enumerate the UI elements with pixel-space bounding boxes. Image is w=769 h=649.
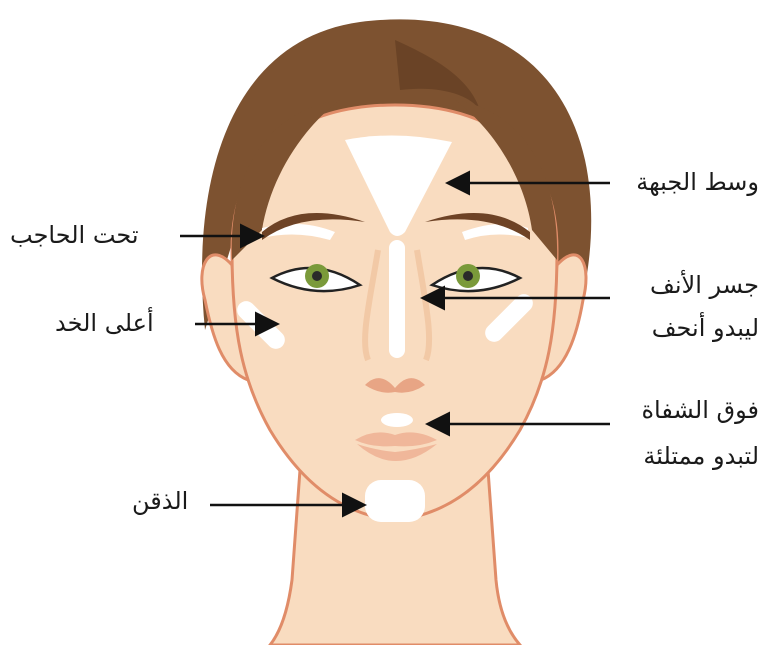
label-above-lip: فوق الشفاة xyxy=(641,396,759,425)
label-cheek-top: أعلى الخد xyxy=(55,309,154,338)
chin-highlight xyxy=(365,480,425,522)
label-above-lip-note: لتبدو ممتلئة xyxy=(643,442,759,471)
label-chin: الذقن xyxy=(132,487,188,516)
lip-highlight xyxy=(381,413,413,427)
label-under-brow: تحت الحاجب xyxy=(10,221,139,250)
nose-highlight xyxy=(389,240,405,358)
label-nose-bridge: جسر الأنف xyxy=(650,271,759,300)
label-nose-bridge-note: ليبدو أنحف xyxy=(652,314,759,343)
label-forehead-center: وسط الجبهة xyxy=(636,168,759,197)
